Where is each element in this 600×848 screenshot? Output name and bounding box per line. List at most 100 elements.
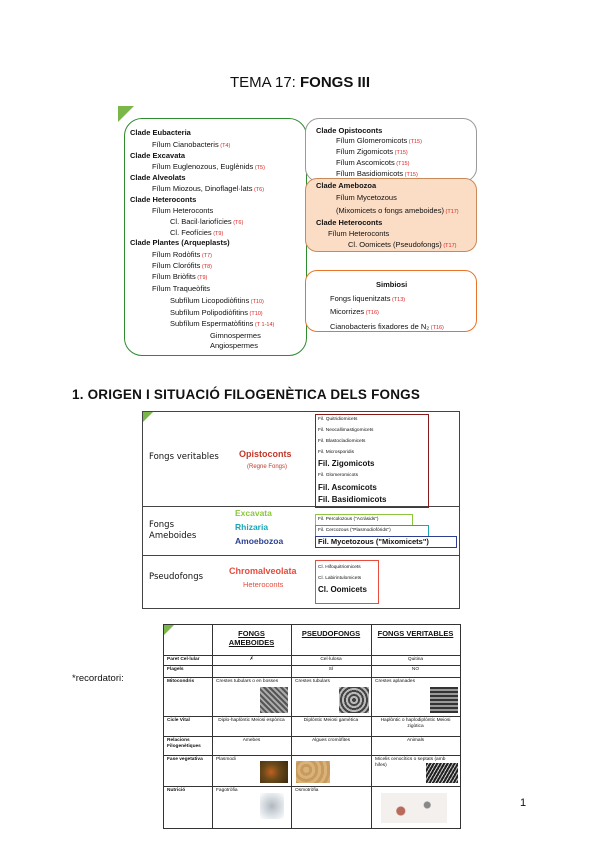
table-cell: Haplòntic o haplodiplòntic Meiosi zigòti… xyxy=(380,718,451,729)
row-header: Nutrició xyxy=(167,788,186,793)
row-header: Cicle Vital xyxy=(167,718,190,723)
taxonomy-item: Clade Heteroconts xyxy=(130,195,197,204)
taxonomy-item: Fílum Zigomicots (T15) xyxy=(336,147,408,156)
taxonomy-item: Cl. Feofícies (T9) xyxy=(170,228,224,237)
corner-triangle-icon xyxy=(143,412,153,422)
row-divider xyxy=(164,786,460,787)
table-cell: Algues cromòfites xyxy=(311,738,351,743)
col-divider xyxy=(212,625,213,828)
taxonomy-item: Fílum Traqueòfits xyxy=(152,284,210,293)
taxonomy-item: Clade Opistoconts xyxy=(316,126,383,135)
simbiosi-item: Fongs liquenitzats (T13) xyxy=(330,294,406,303)
mitochondria-micrograph-image xyxy=(430,687,458,713)
taxon: Fil. Microsporidis xyxy=(318,450,354,455)
table-cell: Animals xyxy=(406,738,425,743)
row-divider xyxy=(164,665,460,666)
clade-label: Excavata xyxy=(235,508,272,518)
mitochondria-micrograph-image xyxy=(260,687,288,713)
row-divider xyxy=(164,755,460,756)
taxonomy-item: Fílum Clorófits (T8) xyxy=(152,261,212,270)
page-number: 1 xyxy=(520,797,527,809)
table-cell: ✗ xyxy=(249,657,254,662)
table-cell: Amebes xyxy=(242,738,261,743)
taxon: Fil. Percolozous ("Acràsids") xyxy=(318,517,379,522)
row-header: Mitocondris xyxy=(167,679,195,684)
row-label: Fongs Ameboides xyxy=(149,520,197,541)
taxonomy-item: Fílum Euglenozous, Euglènids (T5) xyxy=(152,162,265,171)
taxon: Fil. Zigomicots xyxy=(318,459,375,468)
table-cell: NO xyxy=(411,667,420,672)
col-divider xyxy=(291,625,292,828)
taxon: Fil. Cercozous ("Plasmodiofòrids") xyxy=(318,528,391,533)
taxonomy-item: Subfílum Licopodiòfitins (T10) xyxy=(170,296,264,305)
page-title: TEMA 17: FONGS III xyxy=(229,74,371,91)
taxon: Fil. Blastocladiomicets xyxy=(318,439,366,444)
row-header: Flagels xyxy=(167,667,184,672)
taxon: Fil. Mycetozous ("Mixomicets") xyxy=(318,537,429,546)
table-cell: Diplo-haplòntic Meiosi espòrica xyxy=(218,718,285,723)
row-divider xyxy=(164,677,460,678)
clade-sub: (Regne Fongs) xyxy=(247,464,288,470)
taxonomy-item: Cl. Bacil·lariofícies (T6) xyxy=(170,217,244,226)
table-cell: Fagotròfia xyxy=(216,788,238,793)
table-cell: Quitina xyxy=(407,657,424,662)
table-cell: Cel·lulosa xyxy=(320,657,342,662)
taxon: Fil. Neocallimastigomicets xyxy=(318,428,374,433)
table-cell: Diplòntic Meiosi gamètica xyxy=(303,718,359,723)
simbiosi-item: Micorrizes (T16) xyxy=(330,307,379,316)
row-divider xyxy=(164,716,460,717)
plasmodium-photo-image xyxy=(260,761,288,783)
taxonomy-item: Clade Amebozoa xyxy=(316,181,377,190)
table-cell: Crestes tubulars o en bosses xyxy=(216,679,279,684)
taxonomy-item: Fílum Ascomicots (T15) xyxy=(336,158,410,167)
corner-triangle-icon xyxy=(164,625,174,635)
mitochondria-micrograph-image xyxy=(339,687,369,713)
taxonomy-item: Clade Plantes (Arqueplasts) xyxy=(130,238,230,247)
table-cell: SÍ xyxy=(328,667,334,672)
taxonomy-item: Fílum Cianobacteris (T4) xyxy=(152,140,231,149)
taxon: Cl. Oomicets xyxy=(318,585,367,594)
col-divider xyxy=(371,625,372,828)
taxonomy-item: Subfílum Espermatòfitins (T 1-14) xyxy=(170,319,275,328)
section-heading: 1. ORIGEN I SITUACIÓ FILOGENÈTICA DELS F… xyxy=(72,387,421,402)
taxonomy-item: Fílum Heteroconts xyxy=(328,229,390,238)
taxon: Fil. Glomeromicots xyxy=(318,473,358,478)
clade-label: Opistoconts xyxy=(239,449,292,459)
row-divider xyxy=(143,506,459,507)
row-divider xyxy=(143,555,459,556)
taxon: Cl. Hifoquitriomicets xyxy=(318,565,361,570)
taxonomy-item: Fílum Basidiomicots (T15) xyxy=(336,169,418,178)
table-cell: Plasmodi xyxy=(216,757,236,762)
taxonomy-left-box xyxy=(124,118,307,356)
taxonomy-item: Clade Excavata xyxy=(130,151,186,160)
taxonomy-item: Fílum Rodòfits (T7) xyxy=(152,250,212,259)
taxonomy-item: Clade Heteroconts xyxy=(316,218,383,227)
taxon: Fil. Quitridiomicets xyxy=(318,417,358,422)
taxon: Fil. Basidiomicots xyxy=(318,495,387,504)
taxonomy-item: Angiospermes xyxy=(210,341,258,350)
taxa-box xyxy=(315,560,379,604)
row-divider xyxy=(164,736,460,737)
mycelium-photo-image xyxy=(426,763,458,783)
taxon: Cl. Labirintulomicets xyxy=(318,576,362,581)
row-header: Fase vegetativa xyxy=(167,757,203,762)
table-cell: Micelis cenocítics o septats (amb hifes) xyxy=(375,757,446,768)
taxonomy-item: Clade Eubacteria xyxy=(130,128,191,137)
taxonomy-item: Fílum Briòfits (T9) xyxy=(152,272,208,281)
row-divider xyxy=(164,655,460,656)
pseudofungi-photo-image xyxy=(296,761,330,783)
recordatori-label: *recordatori: xyxy=(72,673,124,684)
clade-sub: Heteroconts xyxy=(243,580,284,589)
column-header: FONGS AMEBOIDES xyxy=(228,629,275,647)
row-label: Fongs veritables xyxy=(149,452,219,462)
clade-label: Rhizaria xyxy=(235,522,269,532)
column-header: PSEUDOFONGS xyxy=(301,629,361,638)
table-cell: Crestes aplanades xyxy=(375,679,415,684)
row-label: Pseudofongs xyxy=(149,572,204,582)
row-header: Relacions Filogenètiques xyxy=(167,738,201,749)
osmotrophy-illustration-image xyxy=(381,793,447,823)
taxonomy-item: Fílum Heteroconts xyxy=(152,206,214,215)
simbiosi-box xyxy=(305,270,477,332)
corner-triangle-icon xyxy=(118,106,134,122)
